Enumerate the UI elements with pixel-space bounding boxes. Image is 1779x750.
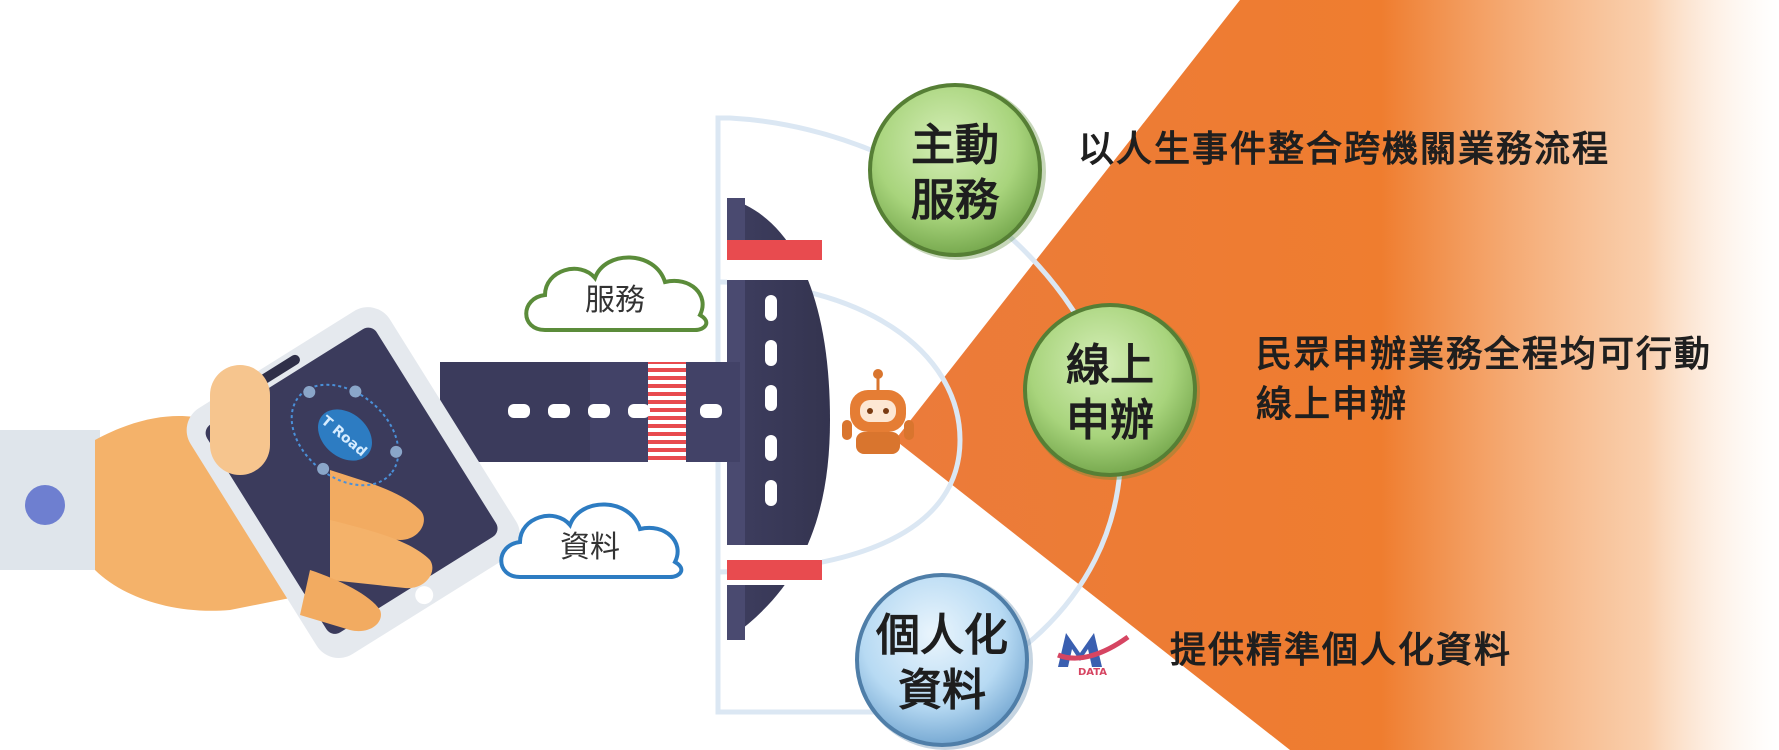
bubble-online-line2: 申辦 (1066, 395, 1154, 446)
bubble-personal-line2: 資料 (898, 665, 986, 716)
desc-proactive: 以人生事件整合跨機關業務流程 (1078, 129, 1611, 170)
bubble-proactive-line1: 主動 (911, 120, 999, 171)
desc-personal: 提供精準個人化資料 (1170, 630, 1513, 671)
cuff-button-icon (25, 485, 65, 525)
hand-holding-phone (0, 307, 520, 659)
cloud-data: 資料 (499, 502, 684, 579)
cloud-data-label: 資料 (560, 530, 620, 565)
bubble-proactive-service: 主動 服務 (868, 83, 1046, 260)
desc-online: 民眾申辦業務全程均可行動 線上申辦 (1256, 334, 1713, 425)
cloud-service-label: 服務 (585, 283, 645, 318)
svg-text:DATA: DATA (1078, 667, 1107, 678)
mydata-logo: DATA (1057, 633, 1130, 678)
bubble-online-application: 線上 申辦 (1023, 303, 1200, 480)
road (440, 198, 830, 640)
bubble-personal-data: 個人化 資料 (855, 573, 1033, 750)
bubble-personal-line1: 個人化 (875, 610, 1008, 661)
robot-icon (842, 369, 914, 454)
cloud-service: 服務 (524, 255, 709, 332)
bubble-proactive-line2: 服務 (911, 175, 1000, 226)
orange-beam (895, 0, 1779, 750)
bubble-online-line1: 線上 (1066, 340, 1154, 391)
